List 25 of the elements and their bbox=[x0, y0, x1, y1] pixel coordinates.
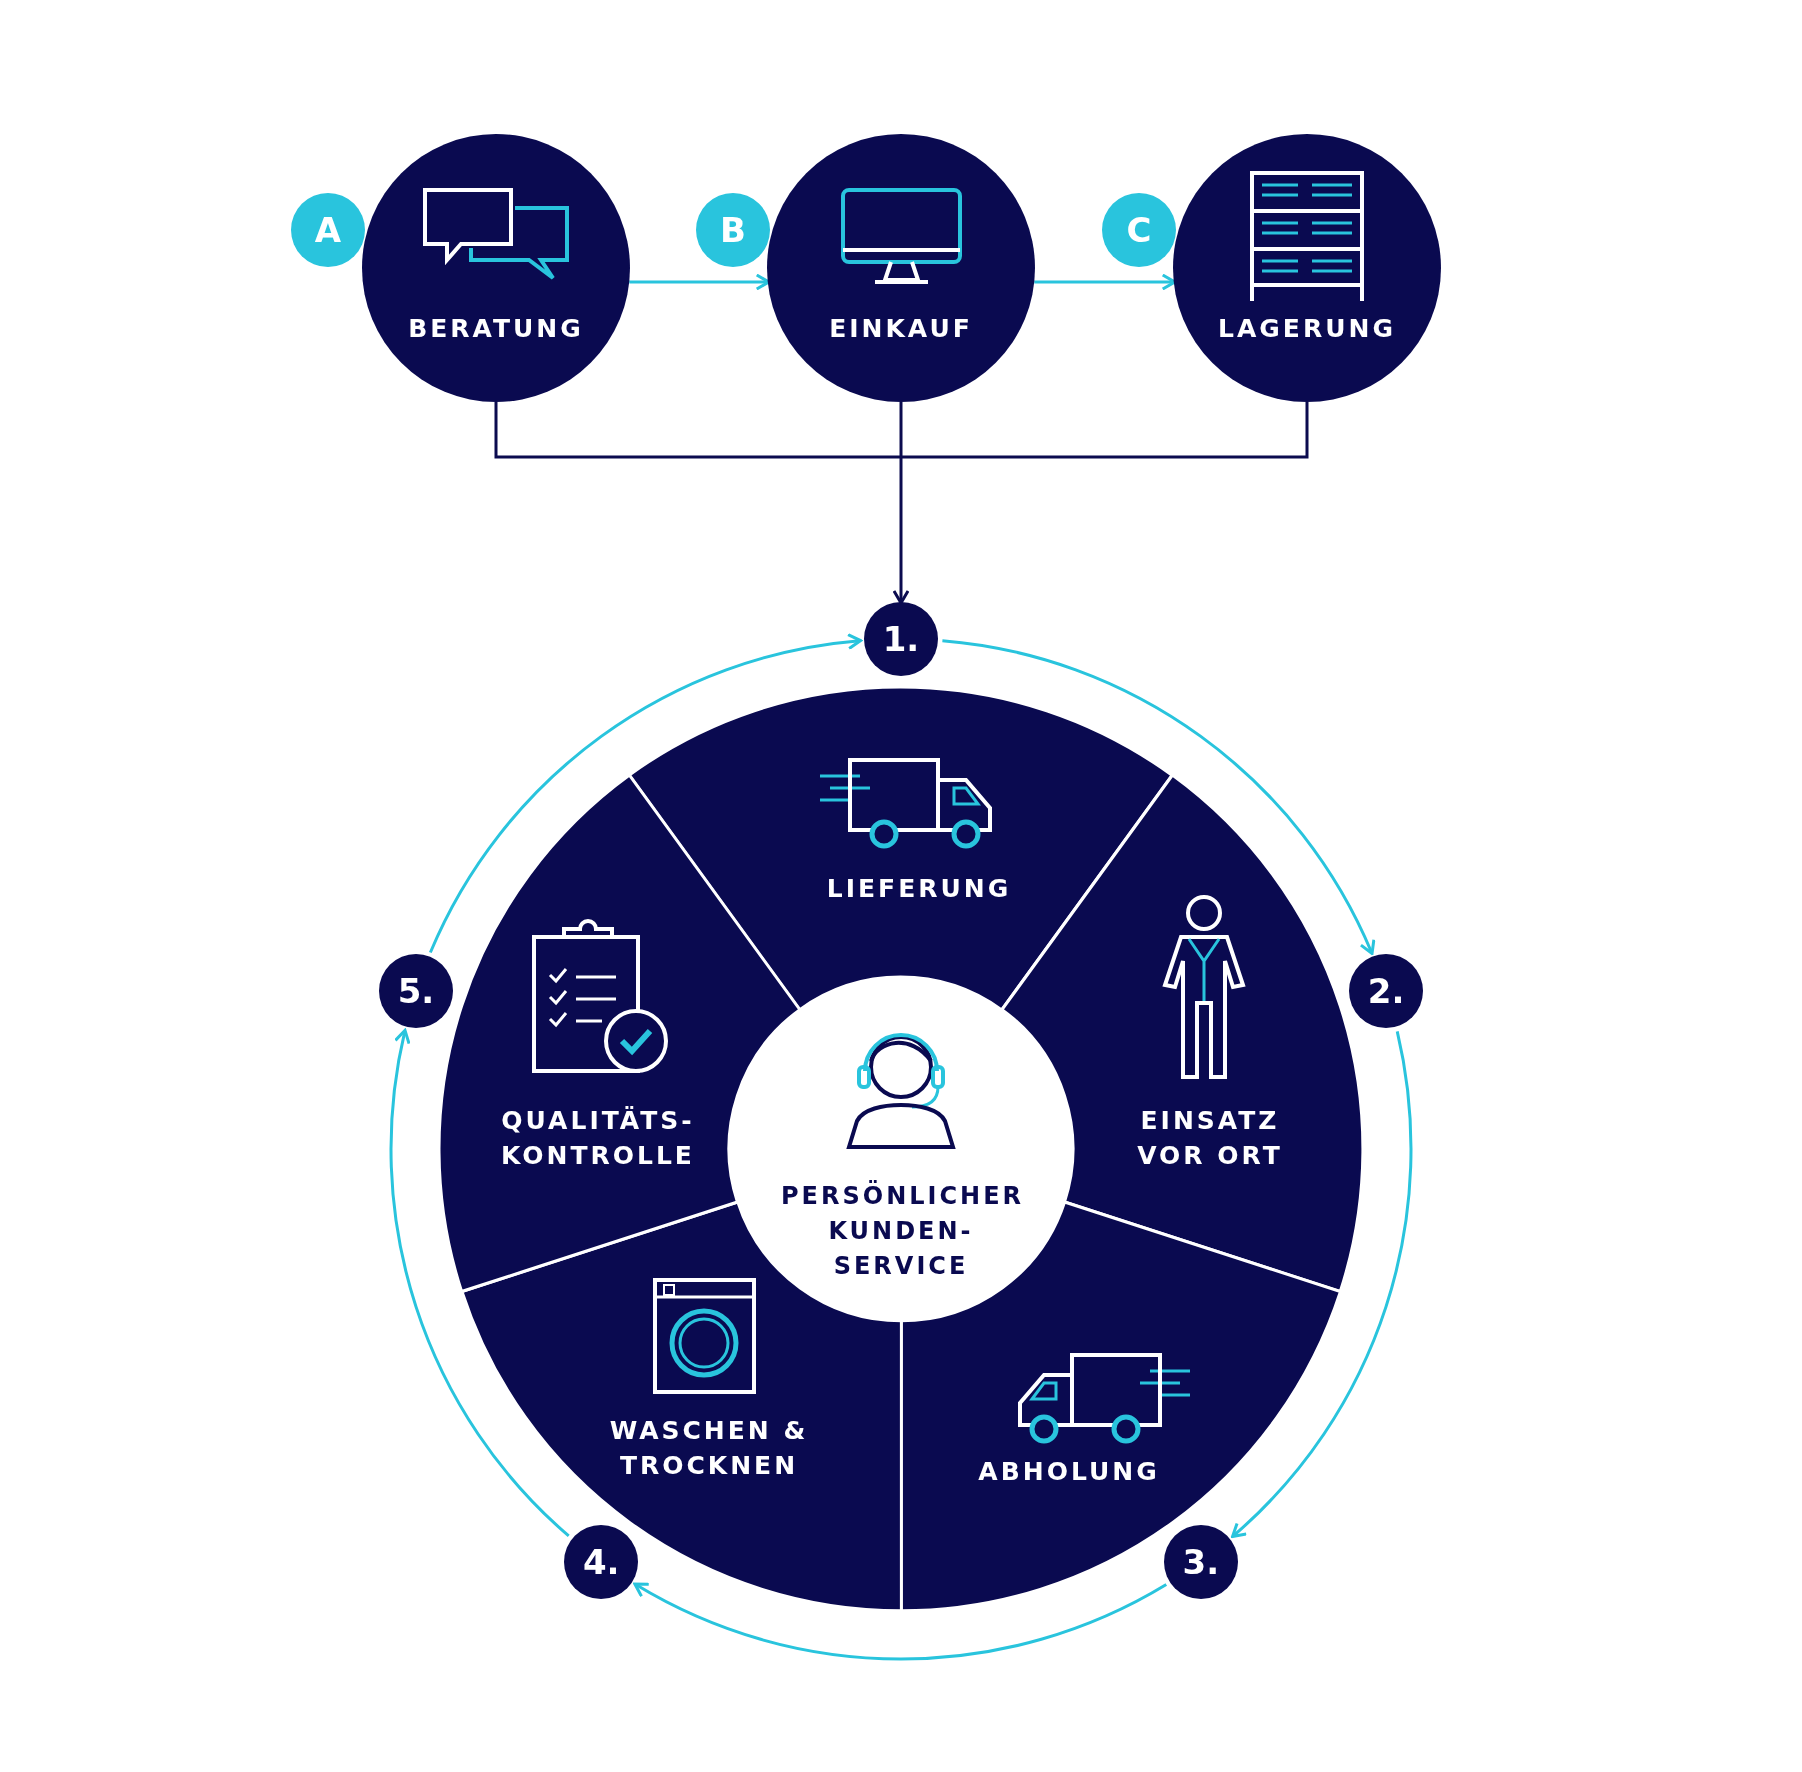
letter-badge: A bbox=[291, 193, 365, 267]
letter-badge: C bbox=[1102, 193, 1176, 267]
segment-label: QUALITÄTS- KONTROLLE bbox=[500, 1105, 696, 1172]
arrow bbox=[892, 457, 910, 605]
bracket-line bbox=[494, 402, 901, 459]
bracket-line bbox=[901, 402, 1309, 459]
center-label: PERSÖNLICHER KUNDEN- SERVICE bbox=[781, 1179, 1021, 1282]
segment-label: ABHOLUNG bbox=[977, 1455, 1161, 1488]
cycle-arrow bbox=[429, 633, 863, 954]
service-wheel bbox=[439, 687, 1363, 1611]
segment-label: WASCHEN & TROCKNEN bbox=[608, 1415, 810, 1482]
step-number-badge: 2. bbox=[1349, 954, 1424, 1029]
cycle-arrow bbox=[633, 1582, 1167, 1660]
bracket-line bbox=[899, 402, 903, 459]
segment-label: LIEFERUNG bbox=[825, 872, 1013, 905]
segment-label: EINSATZ VOR ORT bbox=[1136, 1105, 1284, 1172]
step-number-badge: 5. bbox=[378, 954, 453, 1029]
cycle-arrow bbox=[942, 639, 1375, 955]
cycle-arrow bbox=[1231, 1031, 1413, 1539]
letter-badge: B bbox=[696, 193, 770, 267]
step-label: EINKAUF bbox=[828, 312, 974, 345]
step-label: LAGERUNG bbox=[1217, 312, 1397, 345]
step-label: BERATUNG bbox=[407, 312, 585, 345]
step-number-badge: 1. bbox=[864, 602, 938, 676]
cycle-arrow bbox=[389, 1028, 570, 1537]
